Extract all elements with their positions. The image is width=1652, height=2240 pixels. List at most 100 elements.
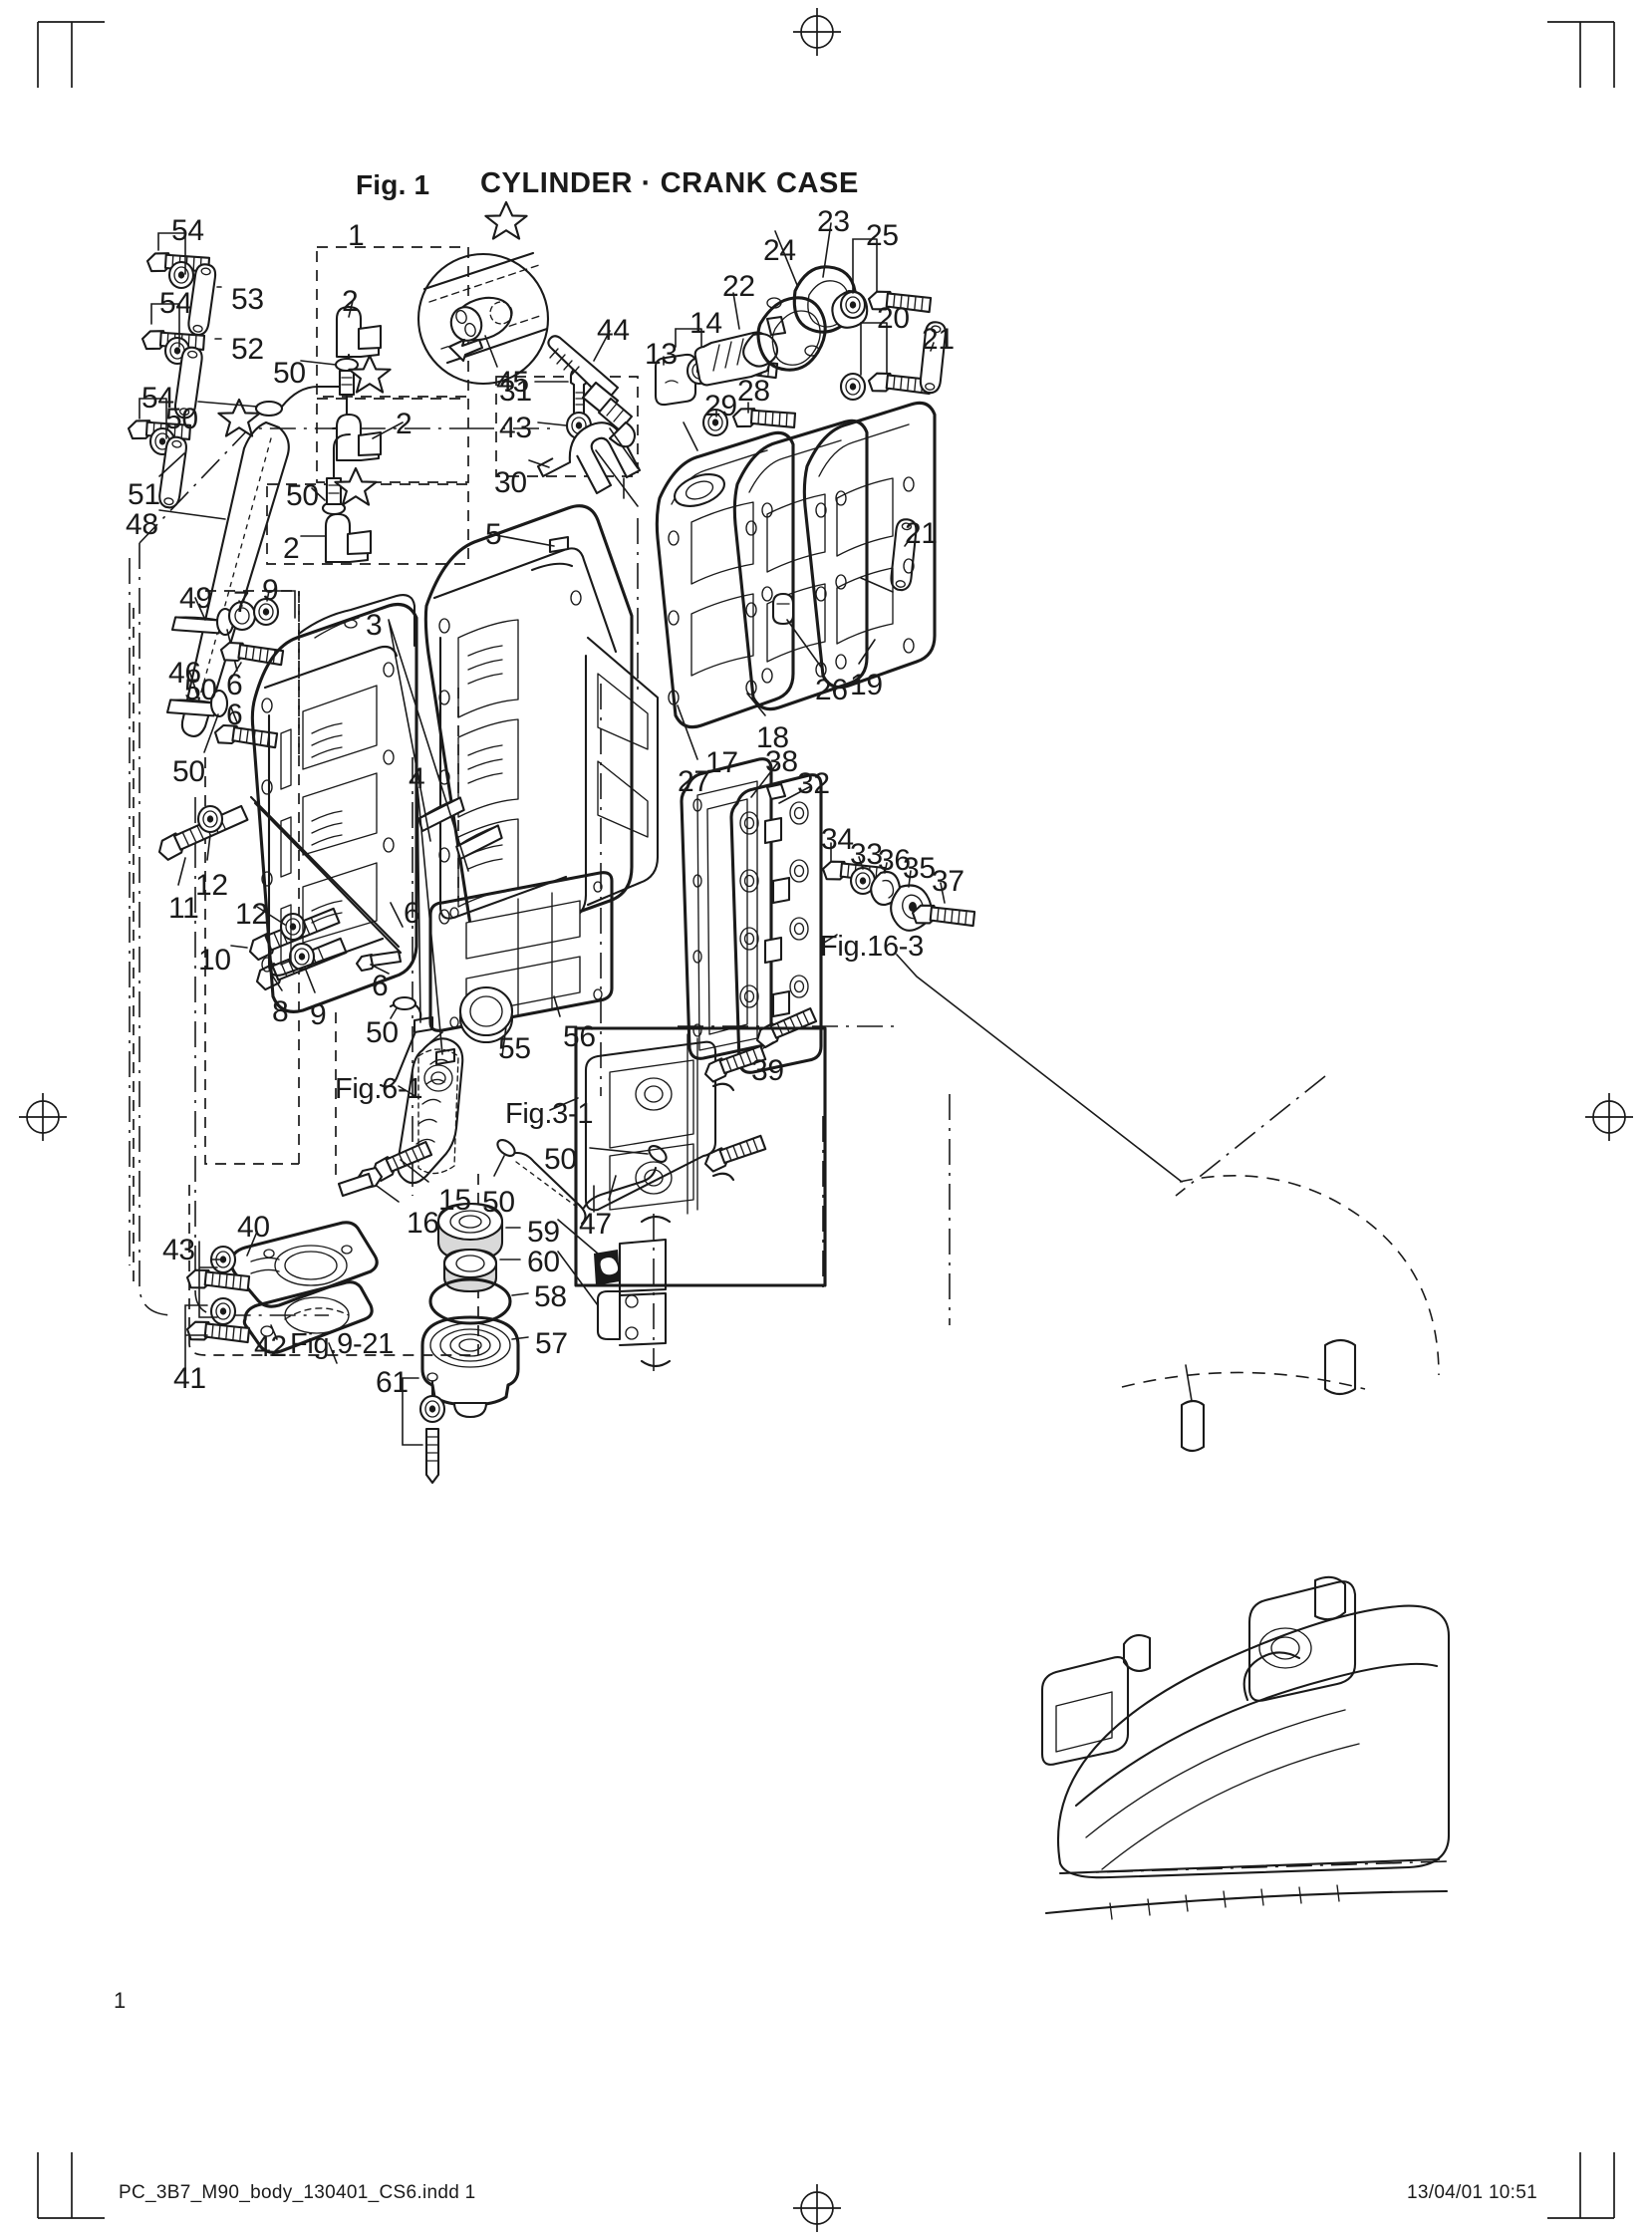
callout-50: 50 [172, 755, 205, 788]
callout-29: 29 [704, 390, 737, 422]
assembly-fig9-21 [183, 1221, 379, 1372]
callout-56: 56 [563, 1020, 596, 1053]
misc-leaders [429, 421, 698, 1043]
callout-16: 16 [407, 1207, 439, 1240]
callout-19: 19 [850, 669, 883, 701]
callout-9: 9 [262, 574, 279, 607]
callout-50: 50 [184, 674, 217, 706]
callout-15: 15 [438, 1184, 471, 1217]
hull-outline [1040, 1174, 1451, 1920]
callout-50: 50 [273, 357, 306, 390]
callout-60: 60 [527, 1246, 560, 1278]
callout-32: 32 [797, 767, 830, 800]
part-44-spark-plug [547, 330, 637, 448]
callout-44: 44 [597, 314, 630, 347]
assembly-dash-boxes [133, 246, 639, 1356]
callout-1: 1 [348, 219, 365, 252]
figure-ref-fig16-3[interactable]: Fig.16-3 [820, 931, 924, 963]
callout-25: 25 [866, 219, 899, 252]
callout-37: 37 [932, 865, 964, 898]
callout-47: 47 [579, 1208, 612, 1241]
crop-marks [19, 8, 1633, 2232]
callout-58: 58 [534, 1280, 567, 1313]
callout-36: 36 [878, 844, 911, 877]
figure-number: Fig. 1 [356, 169, 430, 200]
detail-inset-45 [416, 200, 550, 386]
callout-34: 34 [821, 823, 854, 856]
callout-24: 24 [763, 234, 796, 267]
group-fittings-2 [300, 300, 404, 564]
callout-54: 54 [141, 382, 174, 415]
callout-8: 8 [272, 995, 289, 1028]
part-48-bar [158, 385, 353, 737]
part-cylinder-head-group [655, 401, 937, 760]
callout-10: 10 [198, 944, 231, 977]
callout-33: 33 [850, 838, 883, 871]
footer-filename: PC_3B7_M90_body_130401_CS6.indd 1 [119, 2182, 476, 2203]
callout-50: 50 [544, 1143, 577, 1176]
callout-6: 6 [226, 669, 243, 701]
part-exhaust-plate-32 [680, 757, 823, 1074]
callout-50: 50 [165, 403, 198, 435]
figure-ref-fig6-1[interactable]: Fig.6-1 [335, 1073, 423, 1105]
star-icon-45 [484, 200, 528, 240]
callout-52: 52 [231, 333, 264, 366]
callout-49: 49 [179, 582, 212, 615]
part-crank-case [249, 594, 418, 1013]
callout-26: 26 [815, 674, 848, 706]
callout-46: 46 [168, 657, 201, 690]
callout-39: 39 [751, 1054, 784, 1087]
assembly-fig6-1 [337, 1037, 464, 1203]
callout-2: 2 [283, 532, 300, 565]
callout-57: 57 [535, 1327, 568, 1360]
callout-7: 7 [233, 586, 250, 619]
callout-27: 27 [678, 765, 710, 798]
callout-50: 50 [482, 1186, 515, 1219]
group-thermostat-22-25 [693, 222, 935, 406]
callout-48: 48 [126, 508, 158, 541]
callout-31: 31 [499, 375, 532, 408]
group-hose-50-47 [493, 1026, 827, 1287]
callout-3: 3 [366, 609, 383, 642]
page-number: 1 [114, 1988, 127, 2013]
callout-6: 6 [372, 970, 389, 1002]
callout-2: 2 [396, 408, 413, 440]
callout-55: 55 [498, 1032, 531, 1065]
callout-21: 21 [905, 517, 938, 550]
callout-5: 5 [485, 518, 502, 551]
callout-61: 61 [376, 1366, 409, 1399]
group-28-29 [701, 400, 799, 439]
callout-54: 54 [159, 287, 192, 320]
callout-21: 21 [922, 323, 955, 356]
callout-20: 20 [877, 302, 910, 335]
callout-14: 14 [689, 307, 722, 340]
group-fasteners-left [152, 590, 422, 1088]
page-title: CYLINDER · CRANK CASE [480, 167, 859, 199]
callout-50: 50 [366, 1016, 399, 1049]
callout-22: 22 [722, 270, 755, 303]
callout-17: 17 [705, 746, 738, 779]
group-boundaries [129, 518, 1326, 1325]
callout-53: 53 [231, 283, 264, 316]
callout-42: 42 [254, 1330, 287, 1363]
figure-ref-fig3-1[interactable]: Fig.3-1 [505, 1098, 594, 1130]
callout-9: 9 [310, 998, 327, 1031]
group-anodes-top [126, 232, 222, 510]
callout-6: 6 [404, 897, 420, 930]
group-13-14 [654, 328, 781, 407]
callout-50: 50 [286, 479, 319, 512]
callout-35: 35 [903, 852, 936, 885]
callout-38: 38 [765, 745, 798, 778]
figure-ref-fig9-21[interactable]: Fig.9-21 [290, 1328, 394, 1360]
callout-54: 54 [171, 214, 204, 247]
callout-18: 18 [756, 721, 789, 754]
group-pump-33-37 [819, 842, 978, 997]
callout-2: 2 [342, 285, 359, 318]
part-55-seal [458, 985, 514, 1057]
callout-12: 12 [195, 869, 228, 902]
callout-45: 45 [496, 366, 529, 399]
callout-43: 43 [162, 1234, 195, 1266]
callout-40: 40 [237, 1211, 270, 1244]
callout-4: 4 [409, 762, 425, 795]
